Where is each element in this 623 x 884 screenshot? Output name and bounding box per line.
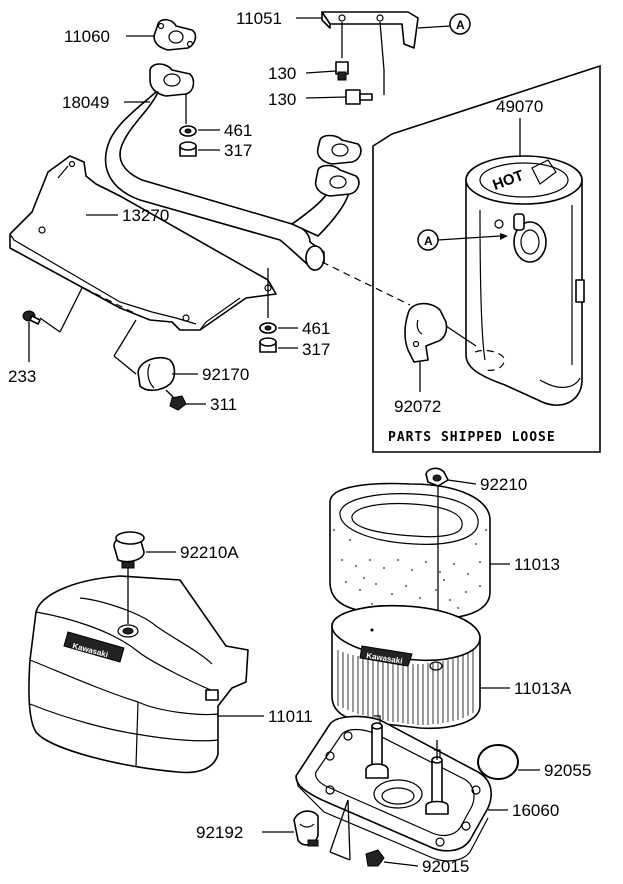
bolt-233 <box>22 310 41 325</box>
label-130-lower: 130 <box>268 90 296 109</box>
label-92192: 92192 <box>196 823 243 842</box>
label-317-upper: 317 <box>224 141 252 160</box>
leader-lines <box>28 17 540 867</box>
label-92210A: 92210A <box>180 543 239 562</box>
label-92210: 92210 <box>480 475 527 494</box>
nut-461-lower <box>259 322 277 334</box>
part-labels: 11060 11051 130 130 18049 461 317 49070 … <box>8 9 591 876</box>
svg-text:A: A <box>456 18 465 32</box>
clamp-92072 <box>404 302 477 363</box>
nut-311 <box>169 395 187 411</box>
label-311: 311 <box>210 395 237 414</box>
parts-shipped-loose-note: PARTS SHIPPED LOOSE <box>388 430 556 445</box>
label-11011: 11011 <box>268 707 313 726</box>
label-92015: 92015 <box>422 857 469 876</box>
bracket-11051 <box>321 11 451 49</box>
bolt-130-upper <box>335 61 349 81</box>
knob-92210A <box>113 531 145 569</box>
clamp-92170 <box>137 356 176 392</box>
label-461-lower: 461 <box>302 319 330 338</box>
foam-element-11013 <box>329 482 491 620</box>
hose-92192 <box>293 810 319 847</box>
label-16060: 16060 <box>512 801 559 820</box>
label-92072: 92072 <box>394 397 441 416</box>
nut-92015 <box>365 849 385 867</box>
cover-11011: Kawasaki <box>28 575 249 774</box>
label-13270: 13270 <box>122 206 169 225</box>
label-18049: 18049 <box>62 93 109 112</box>
label-11051: 11051 <box>236 9 282 28</box>
label-461-upper: 461 <box>224 121 252 140</box>
label-92055: 92055 <box>544 761 591 780</box>
nut-461-upper <box>179 125 197 137</box>
label-11013: 11013 <box>514 555 560 574</box>
bolt-130-lower <box>345 89 373 105</box>
callout-a-muffler: A <box>417 229 508 251</box>
label-92170: 92170 <box>202 365 249 384</box>
label-233: 233 <box>8 367 36 386</box>
label-317-lower: 317 <box>302 340 330 359</box>
label-130-upper: 130 <box>268 64 296 83</box>
paper-element-11013A: Kawasaki <box>331 604 481 730</box>
gasket-11060 <box>153 18 197 51</box>
nut-317-lower <box>259 337 277 353</box>
callout-a-top: A <box>449 13 471 35</box>
wing-nut-92210 <box>425 467 449 487</box>
o-ring-92055 <box>477 744 519 780</box>
label-49070: 49070 <box>496 97 543 116</box>
heat-shield-13270 <box>9 155 277 331</box>
svg-text:A: A <box>424 234 433 248</box>
exhaust-pipe-18049 <box>104 63 411 306</box>
parts-shipped-loose-box: PARTS SHIPPED LOOSE <box>372 64 601 453</box>
label-11060: 11060 <box>64 27 110 46</box>
nut-317-upper <box>179 141 197 157</box>
label-11013A: 11013A <box>514 679 572 698</box>
base-plate-16060 <box>295 715 492 862</box>
muffler-49070: HOT <box>465 155 585 406</box>
